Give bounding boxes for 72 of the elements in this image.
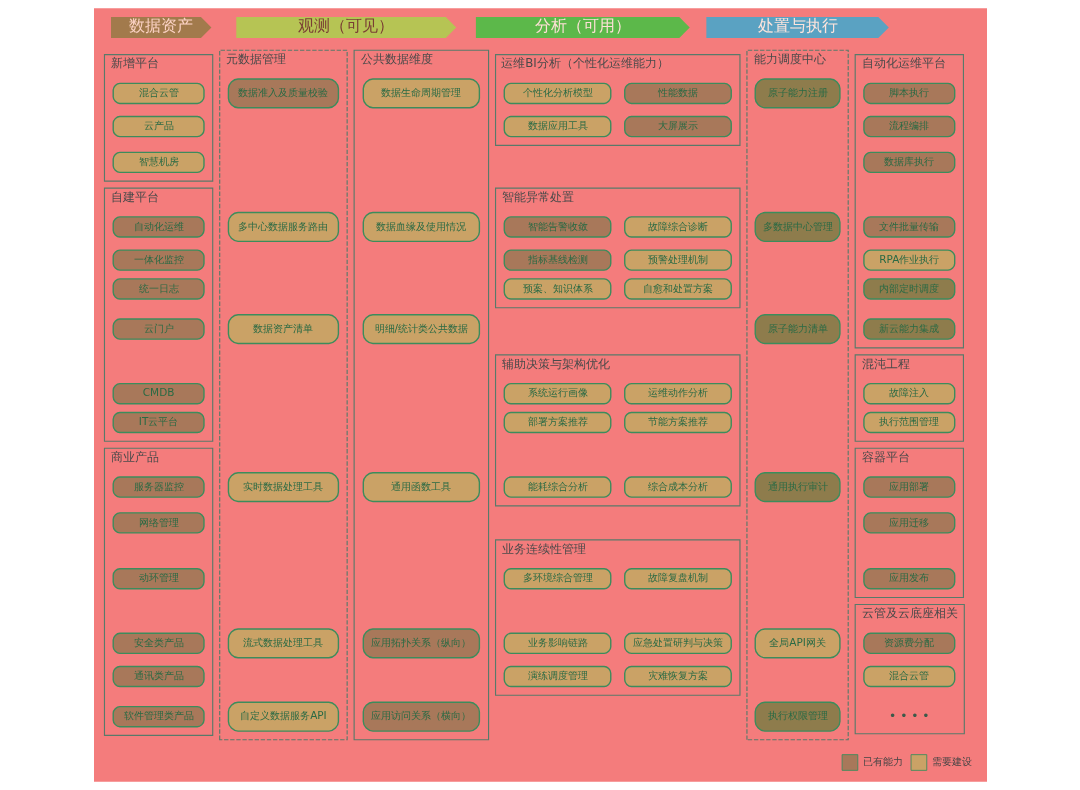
node-box: 云门户 <box>112 318 205 340</box>
node-box: 预警处理机制 <box>623 249 732 271</box>
node-box: 应用部署 <box>862 476 955 498</box>
node-box: 内部定时调度 <box>862 278 955 300</box>
node-box: 安全类产品 <box>112 632 205 655</box>
node-box: 实时数据处理工具 <box>227 472 339 503</box>
node-box: 数据应用工具 <box>503 115 611 138</box>
node-box: 综合成本分析 <box>623 476 732 498</box>
node-box: 应用迁移 <box>862 512 955 534</box>
node-box: 多数据中心管理 <box>754 211 841 243</box>
node-box: 文件批量传输 <box>862 216 955 238</box>
node-box: 云产品 <box>112 115 205 138</box>
node-box: 系统运行画像 <box>503 382 611 405</box>
node-box: 性能数据 <box>623 82 732 105</box>
node-box: 部署方案推荐 <box>503 411 611 434</box>
node-box: 故障注入 <box>862 382 955 405</box>
node-box: 灾难恢复方案 <box>623 665 732 688</box>
node-box: 通讯类产品 <box>112 665 205 688</box>
node-box: RPA作业执行 <box>862 249 955 271</box>
node-box: 故障综合诊断 <box>623 216 732 238</box>
node-box: 一体化监控 <box>112 249 205 271</box>
node-box: 自定义数据服务API <box>227 701 339 732</box>
node-box: 服务器监控 <box>112 476 205 498</box>
node-box: 明细/统计类公共数据 <box>362 314 480 345</box>
node-box: 应急处置研判与决策 <box>623 632 732 655</box>
node-box: 网络管理 <box>112 512 205 534</box>
legend-label: 需要建设 <box>931 755 972 768</box>
label: • • • • <box>888 708 930 723</box>
node-box: 流程编排 <box>862 115 955 138</box>
node-box: 自愈和处置方案 <box>623 278 732 300</box>
node-box: 多环境综合管理 <box>503 568 611 590</box>
node-box: 个性化分析模型 <box>503 82 611 105</box>
node-box: 数据血缘及使用情况 <box>362 211 480 243</box>
node-box: 多中心数据服务路由 <box>227 211 339 243</box>
node-box: IT云平台 <box>112 411 205 434</box>
node-box: 执行权限管理 <box>754 701 841 732</box>
node-box: 指标基线检测 <box>503 249 611 271</box>
node-box: 脚本执行 <box>862 82 955 105</box>
node-box: 数据库执行 <box>862 151 955 174</box>
node-box: 数据准入及质量校验 <box>227 78 339 109</box>
node-box: 通用执行审计 <box>754 472 841 503</box>
node-box: 数据生命周期管理 <box>362 78 480 109</box>
node-box: CMDB <box>112 382 205 405</box>
node-box: 故障复盘机制 <box>623 568 732 590</box>
node-box: 新云能力集成 <box>862 318 955 340</box>
node-box: 动环管理 <box>112 568 205 590</box>
node-box: 通用函数工具 <box>362 472 480 503</box>
node-box: 资源费分配 <box>862 632 955 655</box>
node-box: 节能方案推荐 <box>623 411 732 434</box>
node-box: 智慧机房 <box>112 151 205 174</box>
node-box: 大屏展示 <box>623 115 732 138</box>
node-box: 统一日志 <box>112 278 205 300</box>
node-box: 原子能力注册 <box>754 78 841 109</box>
node-box: 混合云管 <box>862 665 955 688</box>
node-box: 能耗综合分析 <box>503 476 611 498</box>
node-box: 应用发布 <box>862 568 955 590</box>
node-box: 智能告警收敛 <box>503 216 611 238</box>
node-box: 业务影响链路 <box>503 632 611 655</box>
node-box: 数据资产清单 <box>227 314 339 345</box>
node-box: 执行范围管理 <box>862 411 955 434</box>
node-box: 混合云管 <box>112 82 205 105</box>
node-box: 应用访问关系（横向） <box>362 701 480 732</box>
node-box: 流式数据处理工具 <box>227 628 339 659</box>
node-box: 预案、知识体系 <box>503 278 611 300</box>
node-box: 演练调度管理 <box>503 665 611 688</box>
node-box: 自动化运维 <box>112 216 205 238</box>
node-box: 全局API网关 <box>754 628 841 659</box>
node-box: 原子能力清单 <box>754 314 841 345</box>
node-box: 软件管理类产品 <box>112 705 205 728</box>
legend-label: 已有能力 <box>862 755 903 768</box>
node-box: 运维动作分析 <box>623 382 732 405</box>
node-box: 应用拓扑关系（纵向） <box>362 628 480 659</box>
